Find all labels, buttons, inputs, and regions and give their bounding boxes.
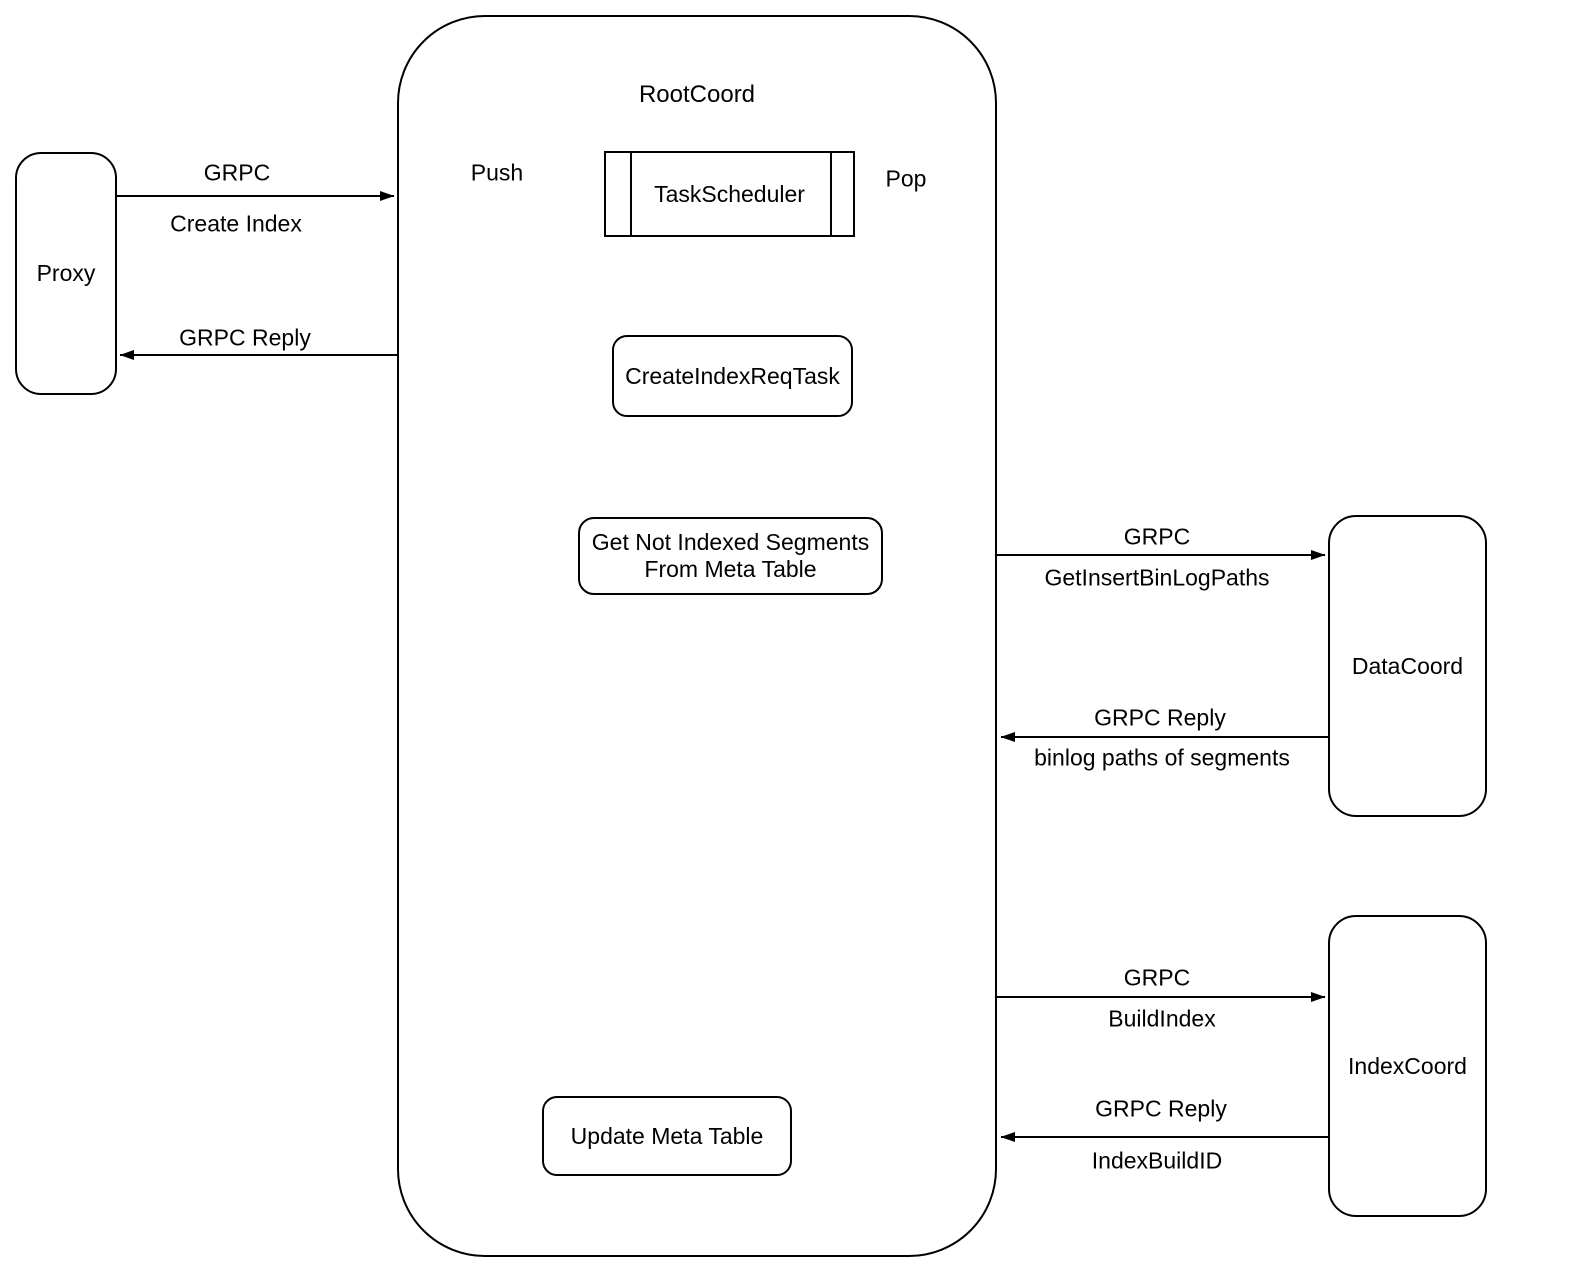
- label-index-build-id-detail: IndexBuildID: [1091, 1147, 1223, 1174]
- task-scheduler-label: TaskScheduler: [654, 180, 805, 207]
- task-scheduler-right-bar: [830, 153, 832, 235]
- label-push: Push: [470, 159, 524, 186]
- label-grpc-create-index-action: Create Index: [170, 210, 302, 237]
- label-grpc-create-index-protocol: GRPC: [203, 159, 271, 186]
- indexcoord-label: IndexCoord: [1348, 1052, 1467, 1079]
- label-grpc-get-insert-action: GetInsertBinLogPaths: [1044, 564, 1270, 591]
- datacoord-node: DataCoord: [1328, 515, 1487, 817]
- label-grpc-reply-index-build: GRPC Reply: [1095, 1095, 1227, 1122]
- label-grpc-get-insert-protocol: GRPC: [1123, 523, 1191, 550]
- rootcoord-title: RootCoord: [638, 81, 756, 108]
- label-pop: Pop: [885, 165, 927, 192]
- get-not-indexed-line1: Get Not Indexed Segments: [591, 529, 870, 555]
- task-scheduler-left-bar: [630, 153, 632, 235]
- label-grpc-reply-proxy: GRPC Reply: [179, 324, 311, 351]
- update-meta-table-label: Update Meta Table: [570, 1122, 764, 1149]
- label-grpc-build-index-action: BuildIndex: [1108, 1005, 1216, 1032]
- get-not-indexed-segments-node: Get Not Indexed Segments From Meta Table: [578, 517, 883, 595]
- label-grpc-reply-binlog: GRPC Reply: [1094, 704, 1226, 731]
- datacoord-label: DataCoord: [1351, 652, 1464, 679]
- label-grpc-build-index-protocol: GRPC: [1123, 964, 1191, 991]
- proxy-node: Proxy: [15, 152, 117, 395]
- get-not-indexed-line2: From Meta Table: [644, 556, 817, 582]
- create-index-req-task-node: CreateIndexReqTask: [612, 335, 853, 417]
- label-binlog-paths-detail: binlog paths of segments: [1034, 744, 1290, 771]
- task-scheduler-node: TaskScheduler: [604, 151, 855, 237]
- update-meta-table-node: Update Meta Table: [542, 1096, 792, 1176]
- indexcoord-node: IndexCoord: [1328, 915, 1487, 1217]
- proxy-label: Proxy: [36, 260, 96, 286]
- create-index-req-task-label: CreateIndexReqTask: [625, 362, 840, 389]
